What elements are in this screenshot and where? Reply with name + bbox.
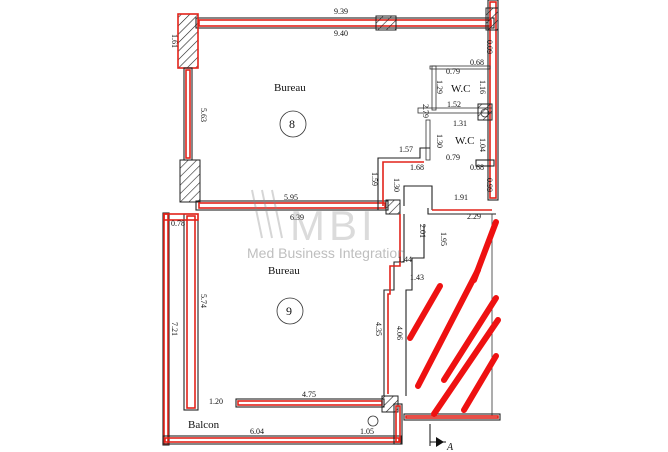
balcony-name: Balcon — [188, 419, 220, 431]
dim-wc-side: 2.79 — [421, 104, 430, 118]
watermark-logo: MBI — [290, 202, 377, 249]
dim-bottom-wall-small: 1.20 — [209, 397, 223, 406]
dim-wc2-bottom-right: 0.68 — [470, 163, 484, 172]
dim-left-outer: 7.21 — [170, 322, 179, 336]
dim-corr-a: 1.44 — [398, 255, 412, 264]
dim-step-b: 1.68 — [410, 163, 424, 172]
dim-mid-a: 5.95 — [284, 193, 298, 202]
dim-wc1-h: 1.29 — [435, 80, 444, 94]
dimension-labels: 9.39 9.40 1.61 0.09 0.79 0.68 2.79 1.29 … — [170, 7, 494, 436]
dim-top-inner: 9.40 — [334, 29, 348, 38]
dim-corr-long-b: 4.06 — [395, 326, 404, 340]
dim-balcony-end: 1.05 — [360, 427, 374, 436]
balcony-wall — [162, 435, 402, 445]
dim-wc2-top: 1.31 — [453, 119, 467, 128]
top-wall-column — [375, 15, 397, 31]
dim-left-top: 1.61 — [170, 34, 179, 48]
room-8-name: Bureau — [274, 82, 306, 94]
dim-corr-top: 1.91 — [454, 193, 468, 202]
column-top-left — [177, 13, 199, 69]
dim-left-small: 0.78 — [171, 219, 185, 228]
dim-balcony-len: 6.04 — [250, 427, 264, 436]
redaction-scribbles — [407, 219, 501, 417]
dim-wc1-right: 0.68 — [470, 58, 484, 67]
exterior-walls — [162, 0, 499, 446]
room-8-number: 8 — [289, 117, 295, 131]
dim-top-outer: 9.39 — [334, 7, 348, 16]
wc-bottom-name: W.C — [455, 135, 474, 147]
section-marker: A — [429, 424, 454, 452]
dim-right-mid: 0.99 — [485, 178, 494, 192]
dim-step-v1: 1.59 — [370, 172, 379, 186]
dim-room9-left: 5.74 — [199, 294, 208, 308]
dim-wc-mid: 1.52 — [447, 100, 461, 109]
dim-corr-long-a: 4.35 — [374, 322, 383, 336]
left-outer-wall — [162, 212, 170, 446]
dim-step-v2: 1.30 — [392, 178, 401, 192]
watermark: MBI Med Business Integration — [247, 189, 405, 261]
dim-wc2-right: 1.04 — [478, 138, 487, 152]
watermark-text: Med Business Integration — [247, 245, 405, 261]
room-8-marker — [279, 110, 307, 138]
dim-mid-b: 6.39 — [290, 213, 304, 222]
right-wall — [487, 0, 499, 201]
dim-corr-v1: 2.01 — [418, 224, 427, 238]
room-9-marker — [276, 297, 304, 325]
dim-bottom-wall: 4.75 — [302, 390, 316, 399]
section-arrow-icon — [436, 437, 444, 447]
dim-wc-right-a: 1.16 — [478, 80, 487, 94]
dim-wc1-top: 0.79 — [446, 67, 460, 76]
room-9-number: 9 — [286, 304, 292, 318]
room-9-name: Bureau — [268, 265, 300, 277]
dim-wc2-bottom: 0.79 — [446, 153, 460, 162]
wc-top-name: W.C — [451, 83, 470, 95]
dim-step-a: 1.57 — [399, 145, 413, 154]
column-left-mid — [179, 159, 201, 203]
wc-partitions — [417, 65, 495, 167]
dim-corr-b: 1.43 — [410, 273, 424, 282]
section-label: A — [446, 442, 454, 452]
watermark-emblem-icon — [251, 189, 283, 239]
dim-room8-left: 5.63 — [199, 108, 208, 122]
dim-wc2-h: 1.30 — [435, 134, 444, 148]
dim-right-top: 0.09 — [485, 40, 494, 54]
dim-corr-right: 2.29 — [467, 212, 481, 221]
dim-corr-v2: 1.95 — [439, 232, 448, 246]
